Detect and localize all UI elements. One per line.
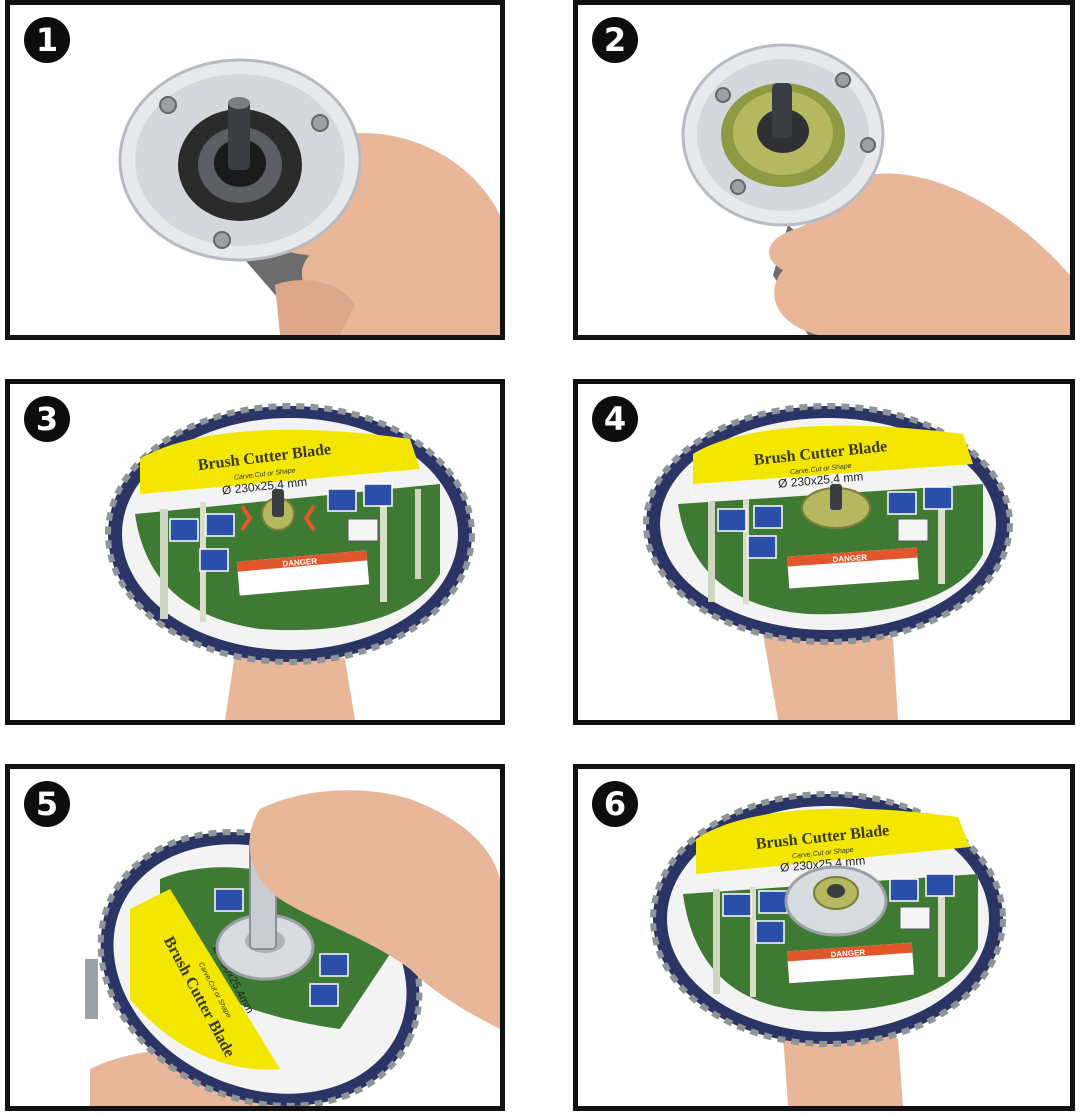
danger-label: DANGER [282, 556, 318, 568]
step-4-panel: 4 Brush Cutter Blade Carve,Cut or Shape … [573, 379, 1075, 725]
label-yellow [130, 889, 280, 1070]
hand [225, 647, 355, 720]
step-number-badge: 3 [24, 396, 70, 442]
step-5-photo: Brush Cutter Blade Carve,Cut or Shape Ø … [85, 790, 500, 1106]
step-6-photo: Brush Cutter Blade Carve,Cut or Shape Ø … [650, 791, 1006, 1106]
hand [249, 790, 500, 1029]
step-1-panel: 1 [5, 0, 505, 340]
danger-label: DANGER [832, 553, 867, 564]
step-number-badge: 2 [592, 17, 638, 63]
step-number-badge: 6 [592, 781, 638, 827]
step-6-panel: 6 Brush Cutter Blade Carve,Cut or Shape … [573, 764, 1075, 1111]
step-number-badge: 5 [24, 781, 70, 827]
danger-label: DANGER [830, 948, 865, 959]
step-2-photo [681, 43, 1070, 335]
label-yellow [693, 425, 973, 484]
step-1-photo [118, 58, 500, 335]
step-number-badge: 1 [24, 17, 70, 63]
step-2-panel: 2 [573, 0, 1075, 340]
step-number-badge: 4 [592, 396, 638, 442]
label-yellow [140, 429, 420, 494]
hand [783, 1027, 903, 1106]
hand [763, 625, 898, 720]
step-5-panel: 5 Brush Cutter Blade Carve,Cut or Shape … [5, 764, 505, 1111]
hand [769, 173, 1070, 335]
step-4-photo: Brush Cutter Blade Carve,Cut or Shape Ø … [643, 403, 1013, 720]
label-yellow [696, 808, 970, 874]
step-3-photo: Brush Cutter Blade Carve,Cut or Shape Ø … [105, 403, 475, 720]
step-3-panel: 3 Brush Cutter Blade Carve,Cut or Shape … [5, 379, 505, 725]
